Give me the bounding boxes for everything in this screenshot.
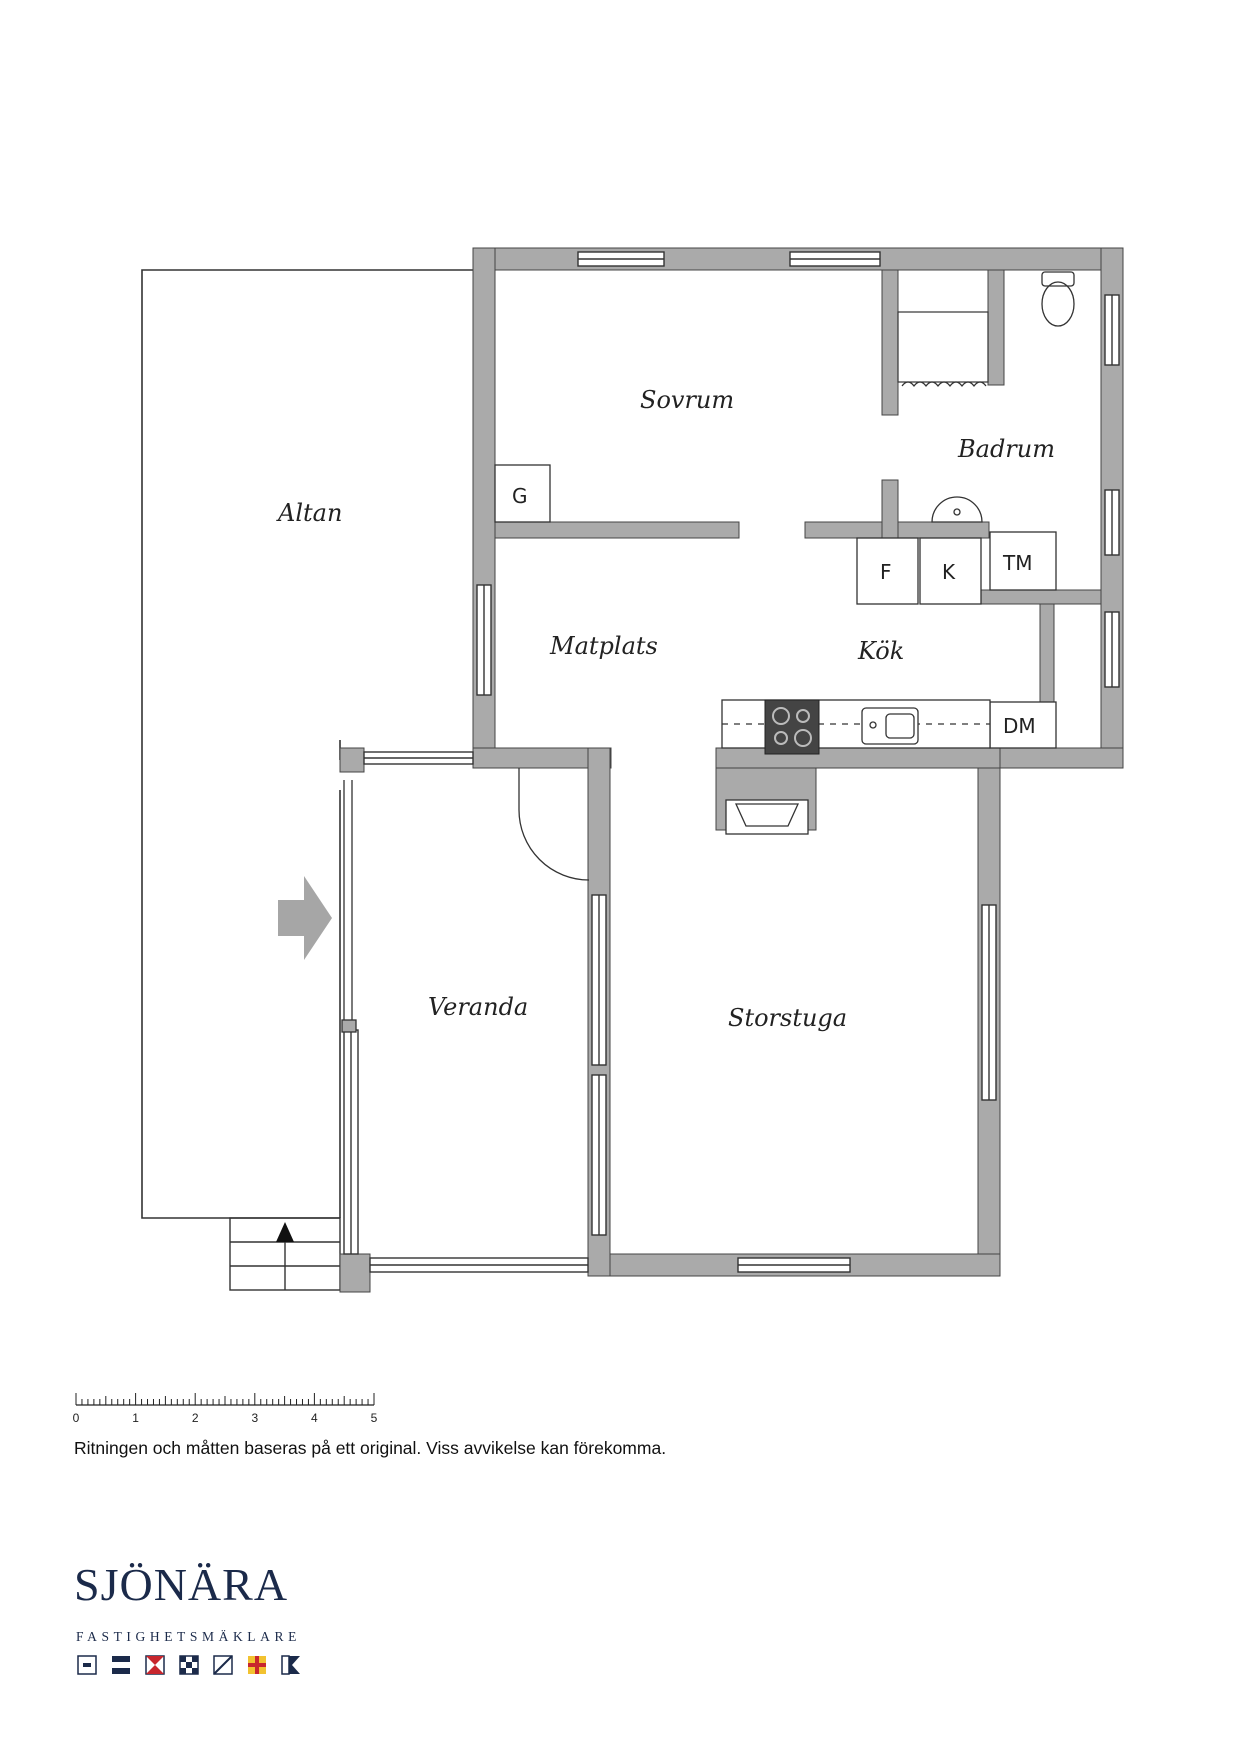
room-label-matplats: Matplats <box>549 632 658 660</box>
altan-outline <box>141 269 475 1219</box>
washbasin-icon <box>931 496 983 523</box>
room-label-altan: Altan <box>276 499 342 527</box>
fixture-label-dm: DM <box>1003 714 1036 738</box>
signal-flags <box>77 1655 300 1675</box>
flag-3-icon <box>145 1655 165 1675</box>
fixture-label-g: G <box>512 484 528 508</box>
shower <box>897 311 989 387</box>
windows <box>343 251 1120 1273</box>
kitchen-counter <box>721 699 991 749</box>
fixture-label-tm: TM <box>1002 551 1032 575</box>
room-label-kok: Kök <box>857 637 904 665</box>
brand-logo-name: SJÖNÄRA <box>74 1559 289 1610</box>
room-label-storstuga: Storstuga <box>728 1004 847 1032</box>
scale-tick-label: 2 <box>192 1411 199 1425</box>
room-label-veranda: Veranda <box>428 993 528 1021</box>
fireplace <box>725 799 809 835</box>
stove-icon <box>764 699 820 755</box>
disclaimer-text: Ritningen och måtten baseras på ett orig… <box>74 1438 667 1458</box>
fixture-label-f: F <box>880 560 892 584</box>
flag-7-icon <box>281 1655 300 1675</box>
flag-5-icon <box>213 1655 233 1675</box>
entry-arrow-icon <box>278 876 332 960</box>
scale-tick-label: 4 <box>311 1411 318 1425</box>
room-label-sovrum: Sovrum <box>640 386 734 414</box>
veranda-sliding-door <box>341 780 357 1033</box>
closet-g <box>494 464 551 523</box>
sink-icon <box>861 707 919 745</box>
veranda-door-swing <box>518 768 590 881</box>
entrance-arrow-icon <box>276 1222 294 1242</box>
fixture-label-k: K <box>942 560 956 584</box>
scale-tick-label: 5 <box>371 1411 378 1425</box>
scale-tick-label: 1 <box>132 1411 139 1425</box>
scale-bar: 0 1 2 3 4 5 <box>73 1393 378 1425</box>
flag-4-icon <box>179 1655 199 1675</box>
scale-tick-label: 3 <box>251 1411 258 1425</box>
room-label-badrum: Badrum <box>957 435 1055 463</box>
flag-1-icon <box>77 1655 97 1675</box>
scale-tick-label: 0 <box>73 1411 80 1425</box>
flag-6-icon <box>248 1656 266 1674</box>
toilet-icon <box>1041 271 1075 327</box>
flag-2-icon <box>112 1656 130 1674</box>
appliance-boxes <box>856 531 1057 749</box>
brand-logo-subtitle: FASTIGHETSMÄKLARE <box>76 1629 301 1644</box>
